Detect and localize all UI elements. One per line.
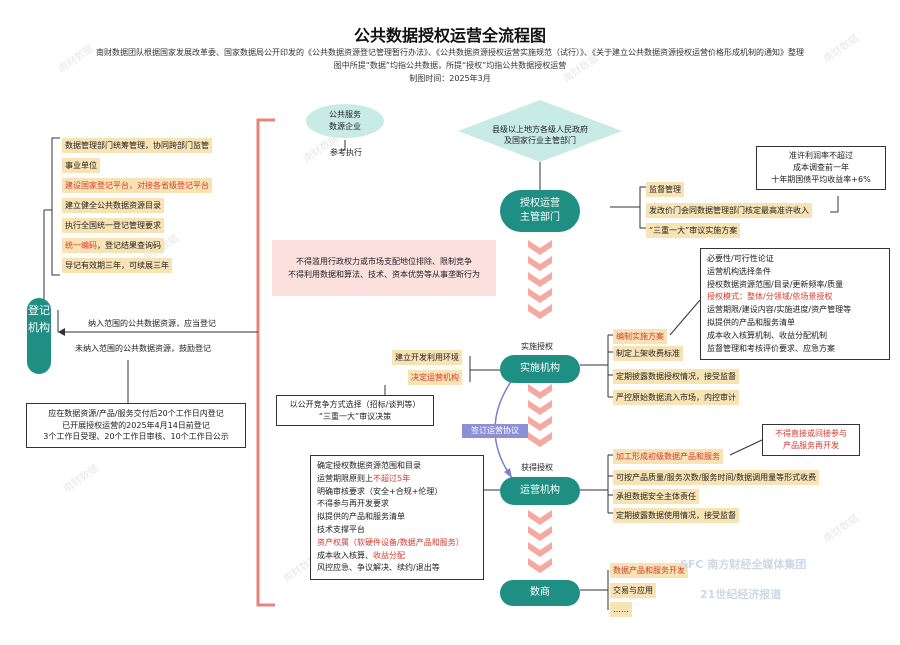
list-item: 统一编码，登记结果查询码 xyxy=(62,238,164,253)
list-item-rest: ，登记结果查询码 xyxy=(97,241,161,250)
plan-item: 授权数据资源范围/目录/更新频率/质量 xyxy=(707,279,844,289)
prohibition-box: 不得滥用行政权力或市场支配地位排除、限制竞争 不得利用数据和算法、技术、资本优势… xyxy=(272,240,496,296)
implementation-agency: 实施机构 xyxy=(500,355,580,383)
prohibition-line: 不得利用数据和算法、技术、资本优势等从事垄断行为 xyxy=(288,270,480,279)
register-agency: 登记机构 xyxy=(27,298,51,374)
list-item: 导记有效期三年，可续展三年 xyxy=(62,258,172,273)
prohibition-line: 不得滥用行政权力或市场支配地位排除、限制竞争 xyxy=(296,257,472,266)
agreement-item: 明确审核要求（安全+合规+伦理） xyxy=(317,486,443,496)
government-diamond: 县级以上地方各级人民政府 及国家行业主管部门 xyxy=(458,100,622,162)
agreement-item: 成本收入核算、收益分配 xyxy=(317,550,477,563)
main-bracket xyxy=(256,118,275,607)
impl-left-tag: 决定运营机构 xyxy=(408,370,462,385)
list-item: 数据管理部门统筹管理，协同跨部门监管 xyxy=(62,138,212,153)
impl-tag: 编制实施方案 xyxy=(613,329,667,344)
agreement-item-text: 运营期限原则上 xyxy=(317,473,373,483)
agreement-item-highlight: 收益分配 xyxy=(373,550,405,560)
no-redevelopment-box: 不得直接或间接参与 产品服务再开发 xyxy=(762,424,860,456)
impl-top-label: 实施授权 xyxy=(521,342,553,351)
agreement-item: 确定授权数据资源范围和目录 xyxy=(317,461,421,470)
authority-tag: 监督管理 xyxy=(646,182,684,197)
ops-tag: 可按产品质量/服务次数/服务时间/数据调用量等形式收费 xyxy=(613,470,820,485)
plan-item: 运营机构选择条件 xyxy=(707,266,771,276)
ops-tag: 承担数据安全主体责任 xyxy=(613,489,699,504)
register-timeline-box: 应在数据资源/产品/服务交付后20个工作日内登记 已开展授权运营的2025年4月… xyxy=(26,403,246,448)
timeline-line: 应在数据资源/产品/服务交付后20个工作日内登记 xyxy=(48,409,224,418)
impl-tag: 定期披露数据授权情况，接受监督 xyxy=(613,369,739,384)
in-scope-text: 纳入范围的公共数据资源，应当登记 xyxy=(88,319,216,328)
forbid-line: 产品服务再开发 xyxy=(783,441,839,450)
merchant-tag: 数据产品和服务开发 xyxy=(610,563,688,578)
selection-line: 以公开竞争方式选择（招标/谈判等） xyxy=(289,400,421,409)
merchant-tag: …… xyxy=(610,602,632,617)
selection-line: “三重一大”审议决策 xyxy=(318,411,392,421)
definition-note: 图中所提“数据”均指公共数据，所提“授权”均指公共数据授权运营 xyxy=(333,61,567,70)
authority-department: 授权运营 主管部门 xyxy=(500,190,580,232)
list-item: 建设国家登记平台，对接各省级登记平台 xyxy=(62,178,212,193)
list-item-highlight: 统一编码 xyxy=(65,241,97,250)
date-note: 制图时间：2025年3月 xyxy=(409,74,491,83)
agreement-item: 不得参与再开发要求 xyxy=(317,499,389,509)
agreement-item-highlight: 不超过5年 xyxy=(373,473,411,483)
agreement-item-text: 成本收入核算、 xyxy=(317,550,373,560)
impl-left-tag: 建立开发利用环境 xyxy=(392,350,462,365)
government-label: 县级以上地方各级人民政府 及国家行业主管部门 xyxy=(492,125,588,145)
reference-text: 参考执行 xyxy=(330,148,362,157)
out-scope-text: 未纳入范围的公共数据资源，鼓励登记 xyxy=(75,344,211,353)
price-line: 十年期国债平均收益率+6% xyxy=(771,175,871,184)
price-cap-box: 准许利润率不超过 成本调查前一年 十年期国债平均收益率+6% xyxy=(756,146,886,190)
implementation-plan-box: 必要性/可行性论证 运营机构选择条件 授权数据资源范围/目录/更新频率/质量 授… xyxy=(700,248,890,361)
public-service-ellipse: 公共服务 数源企业 xyxy=(306,104,384,138)
operator-selection-box: 以公开竞争方式选择（招标/谈判等） “三重一大”审议决策 xyxy=(276,395,434,426)
plan-item: 必要性/可行性论证 xyxy=(707,254,774,263)
agreement-item: 资产权属（软硬件设备/数据产品和服务） xyxy=(317,537,464,547)
impl-tag: 严控原始数据流入市场，内控审计 xyxy=(613,390,739,405)
ops-top-label: 获得授权 xyxy=(521,463,553,472)
plan-item: 监督管理和考核评价要求、应急方案 xyxy=(707,343,835,353)
plan-item: 成本收入核算机制、收益分配机制 xyxy=(707,330,827,340)
forbid-line: 不得直接或间接参与 xyxy=(775,429,847,438)
agreement-item: 拟提供的产品和服务清单 xyxy=(317,512,405,522)
agreement-item: 风控应急、争议解决、续约/退出等 xyxy=(317,563,440,573)
21cbh-logo: 21世纪经济报道 xyxy=(700,588,782,601)
agreement-item: 运营期限原则上不超过5年 xyxy=(317,473,477,486)
source-note: 南财数据团队根据国家发展改革委、国家数据局公开印发的《公共数据资源登记管理暂行办… xyxy=(96,48,804,57)
list-item: 执行全国统一登记管理要求 xyxy=(62,218,164,233)
merchant-tag: 交易与应用 xyxy=(610,583,656,598)
plan-item: 拟提供的产品和服务清单 xyxy=(707,317,795,327)
plan-item: 运营期限/建设内容/实施进度/资产管理等 xyxy=(707,305,852,315)
flow-chevrons xyxy=(528,240,552,573)
authority-tag: “三重一大”审议实施方案 xyxy=(646,223,741,238)
agreement-item: 技术支撑平台 xyxy=(317,524,365,534)
timeline-line: 已开展授权运营的2025年4月14日前登记 xyxy=(62,420,210,430)
operating-agency: 运营机构 xyxy=(500,477,580,505)
ops-tag: 定期披露数据使用情况，接受监督 xyxy=(613,508,739,523)
list-item: 事业单位 xyxy=(62,158,100,173)
sign-agreement-label: 签订运营协议 xyxy=(462,424,528,438)
impl-tag: 制定上架收费标准 xyxy=(613,346,683,361)
ops-tag: 加工形成初级数据产品和服务 xyxy=(613,449,723,464)
price-line: 成本调查前一年 xyxy=(793,163,849,172)
plan-item: 授权模式：整体/分领域/依场景授权 xyxy=(707,292,833,302)
authority-tag: 发改价门会同数据管理部门核定最高准许收入 xyxy=(646,203,812,218)
price-line: 准许利润率不超过 xyxy=(789,151,853,160)
timeline-line: 3个工作日受理、20个工作日审核、10个工作日公示 xyxy=(43,432,229,441)
list-item: 建立健全公共数据资源目录 xyxy=(62,198,164,213)
data-merchant: 数商 xyxy=(500,580,580,606)
operation-agreement-box: 确定授权数据资源范围和目录 运营期限原则上不超过5年 明确审核要求（安全+合规+… xyxy=(310,455,484,581)
sfc-logo: SFC 南方财经全媒体集团 xyxy=(680,558,807,571)
page-title: 公共数据授权运营全流程图 xyxy=(353,26,546,45)
